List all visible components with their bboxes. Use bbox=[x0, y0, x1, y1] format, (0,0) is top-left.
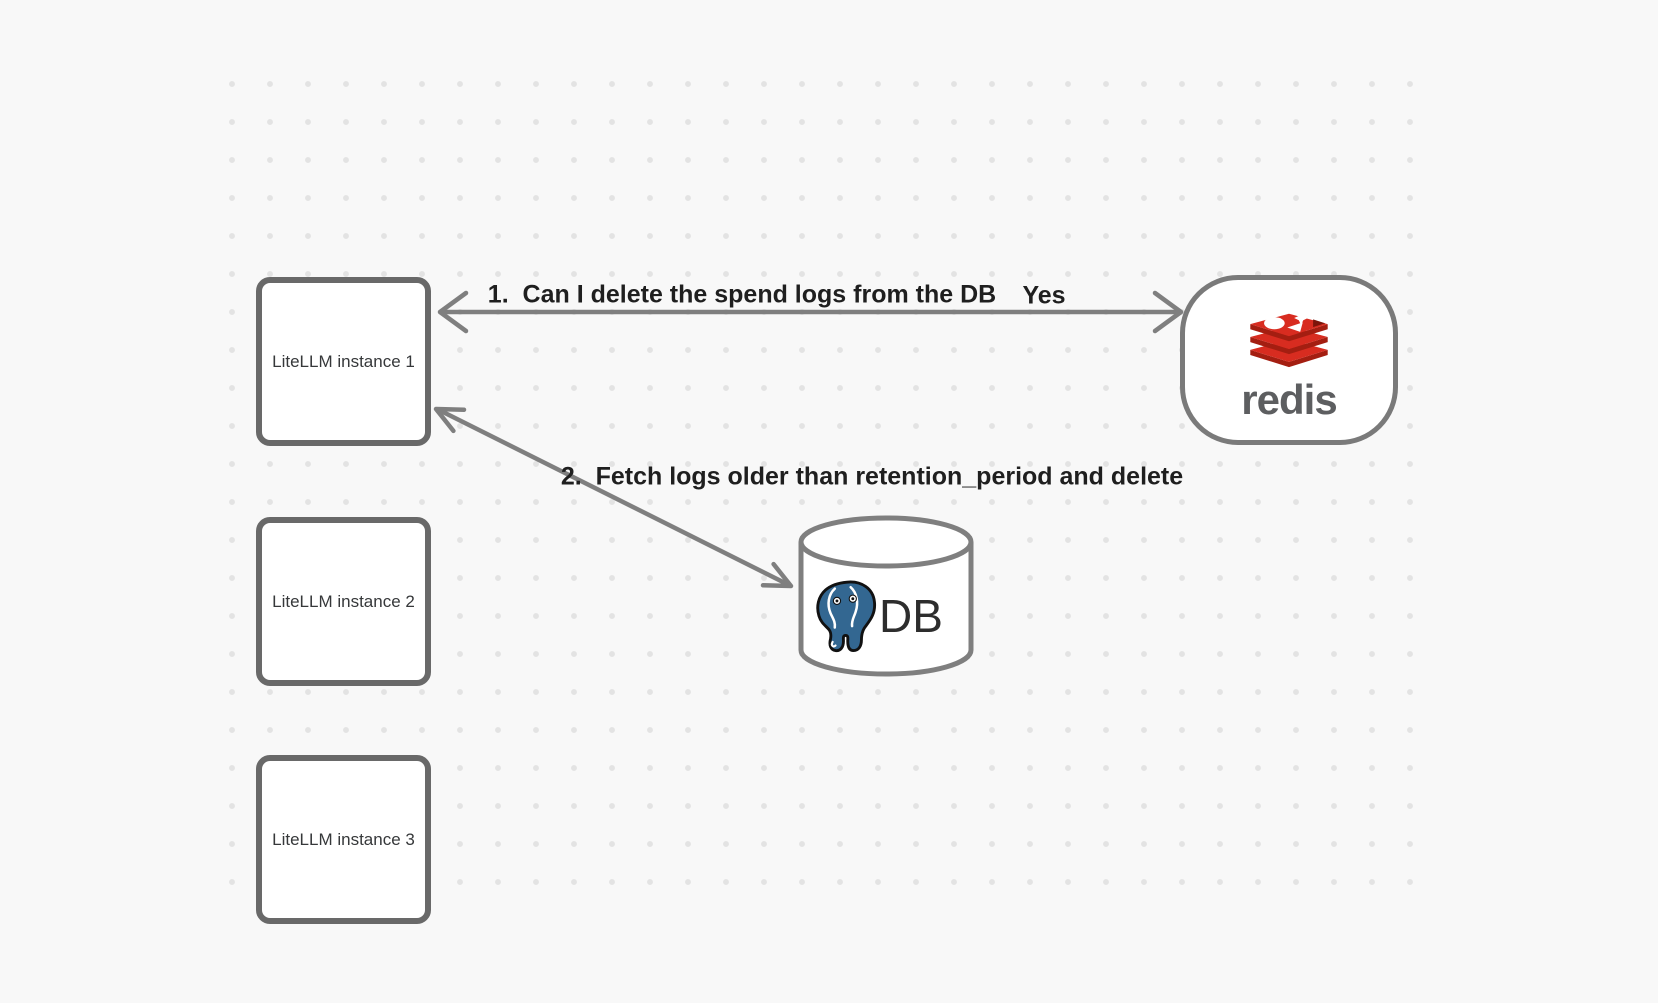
arrow2-label[interactable]: 2. Fetch logs older than retention_perio… bbox=[560, 462, 1184, 491]
postgresql-elephant-icon bbox=[816, 580, 877, 653]
node-redis[interactable]: redis bbox=[1180, 275, 1398, 445]
node-litellm-instance-1[interactable]: LiteLLM instance 1 bbox=[256, 277, 431, 446]
db-node-content[interactable]: DB bbox=[811, 578, 943, 654]
db-label: DB bbox=[879, 590, 943, 642]
node-label: LiteLLM instance 2 bbox=[272, 591, 415, 611]
node-litellm-instance-2[interactable]: LiteLLM instance 2 bbox=[256, 517, 431, 686]
arrow1-response-label[interactable]: Yes bbox=[1022, 281, 1066, 310]
node-litellm-instance-3[interactable]: LiteLLM instance 3 bbox=[256, 755, 431, 924]
arrow-instance1-db[interactable] bbox=[433, 406, 794, 589]
redis-wordmark: redis bbox=[1241, 376, 1337, 423]
redis-logo-icon bbox=[1250, 311, 1328, 368]
arrow1-label[interactable]: 1. Can I delete the spend logs from the … bbox=[487, 280, 997, 309]
node-label: LiteLLM instance 1 bbox=[272, 351, 415, 371]
node-label: LiteLLM instance 3 bbox=[272, 829, 415, 849]
arrow-instance1-redis[interactable] bbox=[437, 290, 1184, 334]
